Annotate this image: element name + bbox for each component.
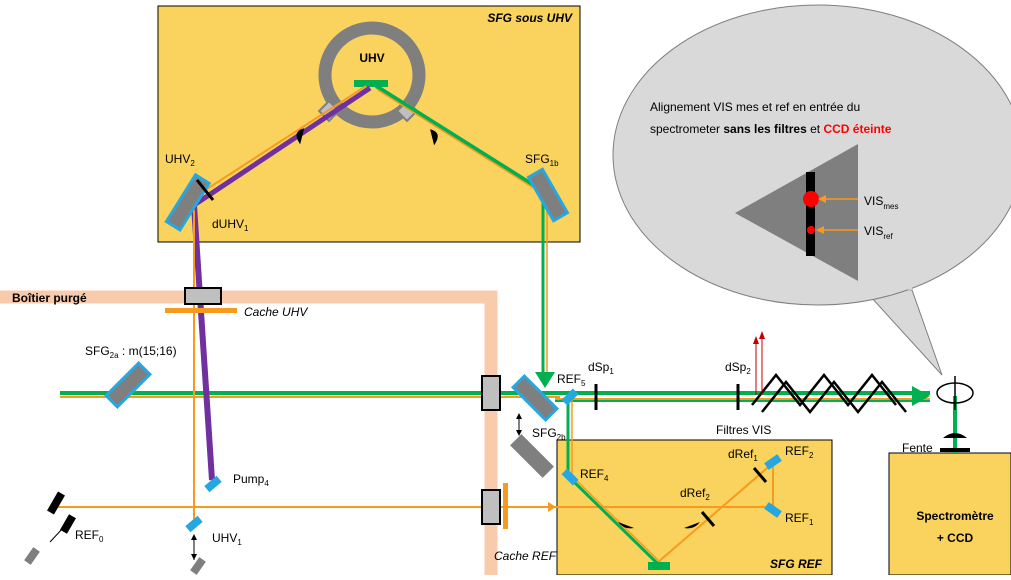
window-purge-top <box>481 375 501 411</box>
mirror-ref5 <box>561 388 579 406</box>
vis-filters <box>751 372 907 415</box>
purged-enclosure-label: Boîtier purgé <box>12 291 87 305</box>
uhv-chamber <box>318 21 426 129</box>
vis-ref-spot <box>807 226 815 234</box>
vis-mes-label: VISmes <box>864 194 898 211</box>
ref-green-beam <box>568 476 659 565</box>
cache-ref-label: Cache REF <box>494 549 557 563</box>
mirror-uhv2 <box>164 172 212 233</box>
label-uhv1: UHV1 <box>212 531 242 547</box>
vis-beam-arrowhead <box>912 386 930 406</box>
purged-enclosure <box>0 290 498 575</box>
ref-sample <box>648 562 670 570</box>
spectrometer-label-1: Spectromètre <box>916 509 994 523</box>
window-purge-bottom <box>481 489 501 525</box>
sfg-uhv-beam <box>374 84 551 197</box>
vis-mes-spot <box>803 191 819 207</box>
lens-ref-left <box>618 522 634 529</box>
uhv-window-right <box>395 99 419 123</box>
uhv-box-title: SFG sous UHV <box>487 11 573 25</box>
diaphragm-duhv1 <box>195 179 215 201</box>
mirror-ref2 <box>764 454 782 470</box>
mirror-ref0-a <box>47 491 65 515</box>
fente-lens <box>943 433 967 438</box>
vis-ref-label: VISref <box>864 224 893 241</box>
lens-uhv-left <box>296 128 305 145</box>
label-ref0: REF0 <box>75 528 104 544</box>
spectrometer-label-2: + CCD <box>937 531 974 545</box>
slit-bar <box>806 172 815 256</box>
mirror-uhv1 <box>185 515 203 533</box>
mirror-ref4 <box>561 468 579 486</box>
diaphragm-dref2 <box>700 511 716 527</box>
label-duhv1: dUHV1 <box>212 217 249 233</box>
label-dsp1: dSp1 <box>588 360 614 376</box>
mirror-sfg1b <box>526 167 570 223</box>
label-dsp2: dSp2 <box>725 360 751 376</box>
label-filtres-vis: Filtres VIS <box>716 423 771 437</box>
lens-ref-right <box>684 522 700 529</box>
label-ref4: REF4 <box>580 467 609 483</box>
mirror-ref1 <box>764 502 782 518</box>
label-sfg2b: SFG2b <box>532 426 566 442</box>
label-ref2: REF2 <box>785 444 814 460</box>
diaphragm-dref1 <box>752 467 768 483</box>
fente-slit <box>940 448 970 452</box>
fente-label: Fente <box>902 441 933 455</box>
label-ref5: REF5 <box>557 372 586 388</box>
mirror-sfg2a <box>103 360 153 410</box>
mirror-ref0-b <box>60 514 76 534</box>
label-sfg1b: SFG1b <box>525 152 559 168</box>
pump-beam <box>191 204 215 481</box>
alignment-callout: Alignement VIS mes et ref en entrée du s… <box>612 4 1011 376</box>
callout-line-1: Alignement VIS mes et ref en entrée du <box>650 100 860 114</box>
label-pump4: Pump4 <box>233 472 269 488</box>
cache-uhv-shutter <box>165 308 237 313</box>
label-ref1: REF1 <box>785 511 814 527</box>
cache-ref-shutter <box>503 483 508 529</box>
label-dref1: dRef1 <box>728 447 758 463</box>
slit-triangle <box>735 144 858 281</box>
mirror-sfg2b <box>510 373 560 423</box>
cache-uhv-label: Cache UHV <box>244 305 308 319</box>
ref-box-title: SFG REF <box>770 557 823 571</box>
mirror-sfg2b-alt <box>510 434 554 478</box>
mirror-pump4 <box>204 475 222 493</box>
lens-uhv-right <box>430 129 438 146</box>
label-sfg2a: SFG2a : m(15;16) <box>85 344 177 360</box>
uhv-chamber-label: UHV <box>359 51 384 65</box>
window-uhv-block <box>184 287 222 305</box>
label-dref2: dRef2 <box>680 486 710 502</box>
callout-line-2: spectrometer sans les filtres et CCD éte… <box>650 122 892 136</box>
uhv-sample <box>354 80 388 87</box>
label-uhv2: UHV2 <box>165 152 195 168</box>
